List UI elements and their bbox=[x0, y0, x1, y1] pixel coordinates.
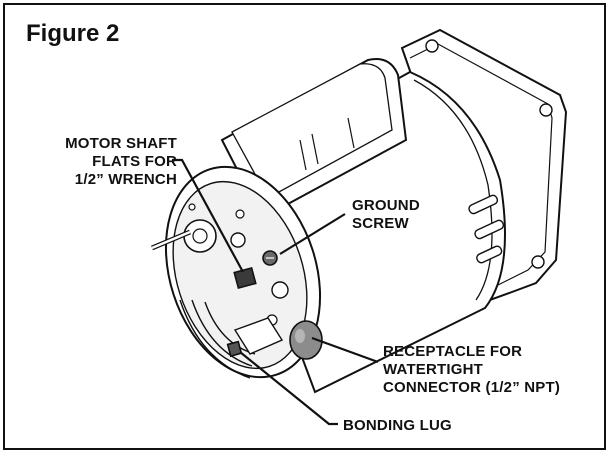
receptacle bbox=[289, 320, 323, 360]
ground-leader-line bbox=[279, 213, 346, 255]
motor-shaft-callout: MOTOR SHAFT FLATS FOR 1/2” WRENCH bbox=[30, 135, 177, 189]
receptacle-leader-line bbox=[311, 336, 379, 364]
figure-title: Figure 2 bbox=[26, 20, 120, 47]
bonding-lug bbox=[226, 340, 243, 358]
bonding-lug-callout: BONDING LUG bbox=[343, 417, 452, 435]
figure-frame bbox=[3, 3, 606, 450]
callout-line: FLATS FOR bbox=[92, 153, 177, 170]
callout-line: GROUND bbox=[352, 197, 420, 214]
callout-line: RECEPTACLE FOR bbox=[383, 343, 523, 360]
callout-line: SCREW bbox=[352, 215, 409, 232]
ground-screw bbox=[262, 250, 278, 266]
shaft-leader-line bbox=[172, 158, 244, 273]
callout-line: WATERTIGHT bbox=[383, 361, 484, 378]
bonding-leader-line bbox=[239, 351, 338, 426]
capacitor-housing bbox=[220, 58, 408, 220]
callout-line: BONDING LUG bbox=[343, 417, 452, 434]
callout-line: CONNECTOR (1/2” NPT) bbox=[383, 379, 561, 396]
leader-lines bbox=[172, 158, 379, 426]
shaft-flats bbox=[233, 266, 257, 290]
callout-line: 1/2” WRENCH bbox=[74, 171, 177, 188]
motor-shaft bbox=[151, 229, 257, 290]
ground-screw-callout: GROUND SCREW bbox=[352, 197, 420, 233]
receptacle-callout: RECEPTACLE FOR WATERTIGHT CONNECTOR (1/2… bbox=[383, 343, 560, 397]
callout-line: MOTOR SHAFT bbox=[65, 135, 177, 152]
